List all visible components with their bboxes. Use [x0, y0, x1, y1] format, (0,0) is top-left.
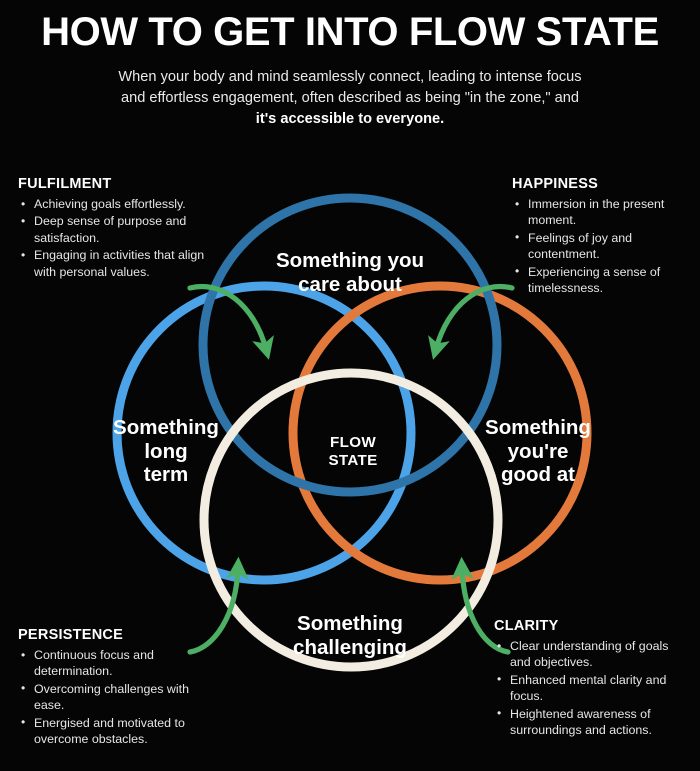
list-item: Achieving goals effortlessly. [18, 195, 208, 212]
note-list-persistence: Continuous focus and determination. Over… [18, 647, 208, 747]
list-item: Immersion in the present moment. [512, 196, 700, 229]
note-block-fulfilment: FULFILMENT Achieving goals effortlessly.… [18, 176, 208, 281]
venn-label-long-term: Something long term [92, 416, 240, 487]
venn-label-care-about: Something you care about [247, 249, 453, 296]
venn-center-label-line1: FLOW [330, 434, 376, 451]
page-title: HOW TO GET INTO FLOW STATE [41, 10, 659, 54]
note-list-fulfilment: Achieving goals effortlessly. Deep sense… [18, 195, 208, 280]
list-item: Continuous focus and determination. [18, 647, 208, 680]
note-title-happiness: HAPPINESS [512, 176, 599, 192]
list-item: Overcoming challenges with ease. [18, 680, 208, 714]
venn-label-good-at-line3: good at [500, 463, 575, 487]
subtitle-line-2: and effortless engagement, often describ… [121, 90, 579, 106]
venn-label-challenging-line1: Something [297, 612, 403, 635]
list-item: Experiencing a sense of timelessness. [512, 263, 700, 297]
venn-center-label-line2: STATE [328, 451, 378, 469]
venn-label-good-at: Something you're good at [462, 416, 614, 487]
list-item: Clear understanding of goals and objecti… [494, 638, 684, 671]
note-block-clarity: CLARITY Clear understanding of goals and… [494, 618, 684, 739]
venn-label-long-term-line2: long [144, 439, 188, 463]
venn-label-care-about-line1: Something you [275, 249, 425, 272]
venn-label-good-at-line2: you're [507, 439, 569, 463]
venn-center-label: FLOW STATE [305, 434, 401, 470]
venn-label-long-term-line1: Something [113, 416, 219, 439]
venn-label-long-term-line3: term [143, 463, 189, 487]
list-item: Feelings of joy and contentment. [512, 229, 700, 263]
note-title-persistence: PERSISTENCE [18, 627, 124, 643]
list-item: Deep sense of purpose and satisfaction. [18, 213, 208, 246]
header: HOW TO GET INTO FLOW STATE When your bod… [0, 0, 700, 130]
venn-label-challenging: Something challenging [250, 612, 450, 659]
note-title-fulfilment: FULFILMENT [18, 176, 112, 192]
note-list-clarity: Clear understanding of goals and objecti… [494, 638, 684, 738]
list-item: Enhanced mental clarity and focus. [494, 671, 684, 705]
subtitle-line-1: When your body and mind seamlessly conne… [118, 69, 582, 85]
list-item: Engaging in activities that align with p… [18, 247, 208, 280]
note-block-happiness: HAPPINESS Immersion in the present momen… [512, 176, 700, 297]
note-title-clarity: CLARITY [494, 618, 559, 634]
venn-label-care-about-line2: care about [298, 272, 402, 296]
page-subtitle: When your body and mind seamlessly conne… [70, 55, 630, 130]
note-list-happiness: Immersion in the present moment. Feeling… [512, 196, 700, 296]
venn-label-good-at-line1: Something [485, 416, 591, 439]
venn-label-challenging-line2: challenging [293, 635, 407, 659]
list-item: Energised and motivated to overcome obst… [18, 714, 208, 748]
list-item: Heightened awareness of surroundings and… [494, 705, 684, 739]
note-block-persistence: PERSISTENCE Continuous focus and determi… [18, 627, 208, 748]
subtitle-line-3: it's accessible to everyone. [255, 111, 445, 127]
